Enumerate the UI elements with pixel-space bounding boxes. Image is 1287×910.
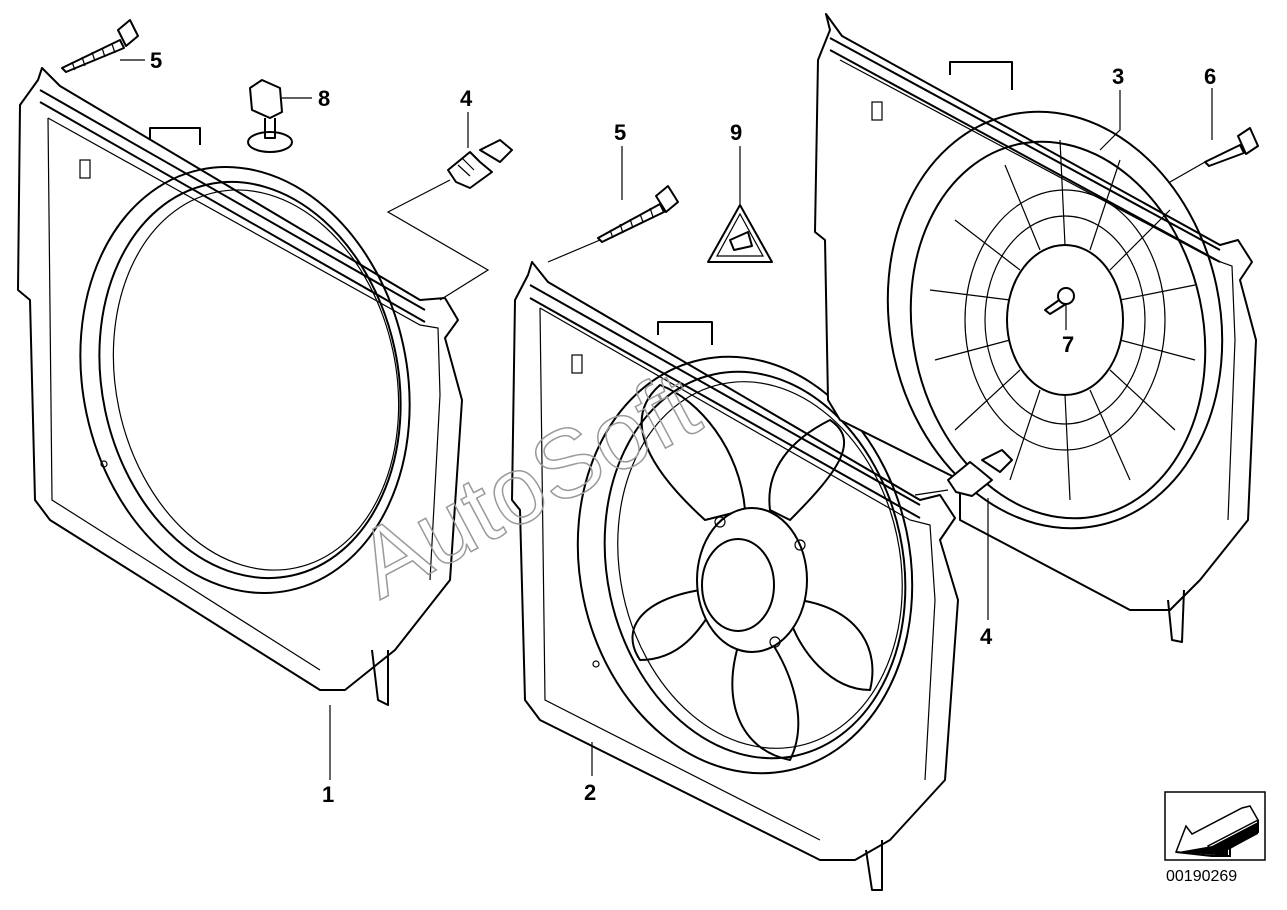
part-label-5-top: 5 [150,48,162,73]
rivet-4-right [947,449,1013,497]
direction-arrow-icon [1174,805,1260,857]
part-label-2: 2 [584,780,596,805]
part-label-5-middle: 5 [614,120,626,145]
part-label-9: 9 [730,120,742,145]
screw-5-middle [597,185,679,243]
orientation-box [1164,791,1266,861]
screw-5-top [61,19,139,73]
part-label-8: 8 [318,86,330,111]
fan-shroud-1 [17,67,463,706]
warning-label-9 [707,204,773,263]
part-label-7: 7 [1062,332,1074,357]
fan-shroud-2 [511,261,959,891]
fan-shroud-3 [814,13,1257,643]
part-label-6: 6 [1204,64,1216,89]
part-label-1: 1 [322,782,334,807]
document-number: 00190269 [1166,868,1237,885]
part-label-4-top: 4 [460,86,473,111]
part-label-3: 3 [1112,64,1124,89]
part-label-4-right: 4 [980,624,993,649]
rivet-4-top [447,139,513,189]
clip-8 [247,79,293,153]
leader-lines [120,59,1213,780]
screw-6 [1204,127,1259,167]
